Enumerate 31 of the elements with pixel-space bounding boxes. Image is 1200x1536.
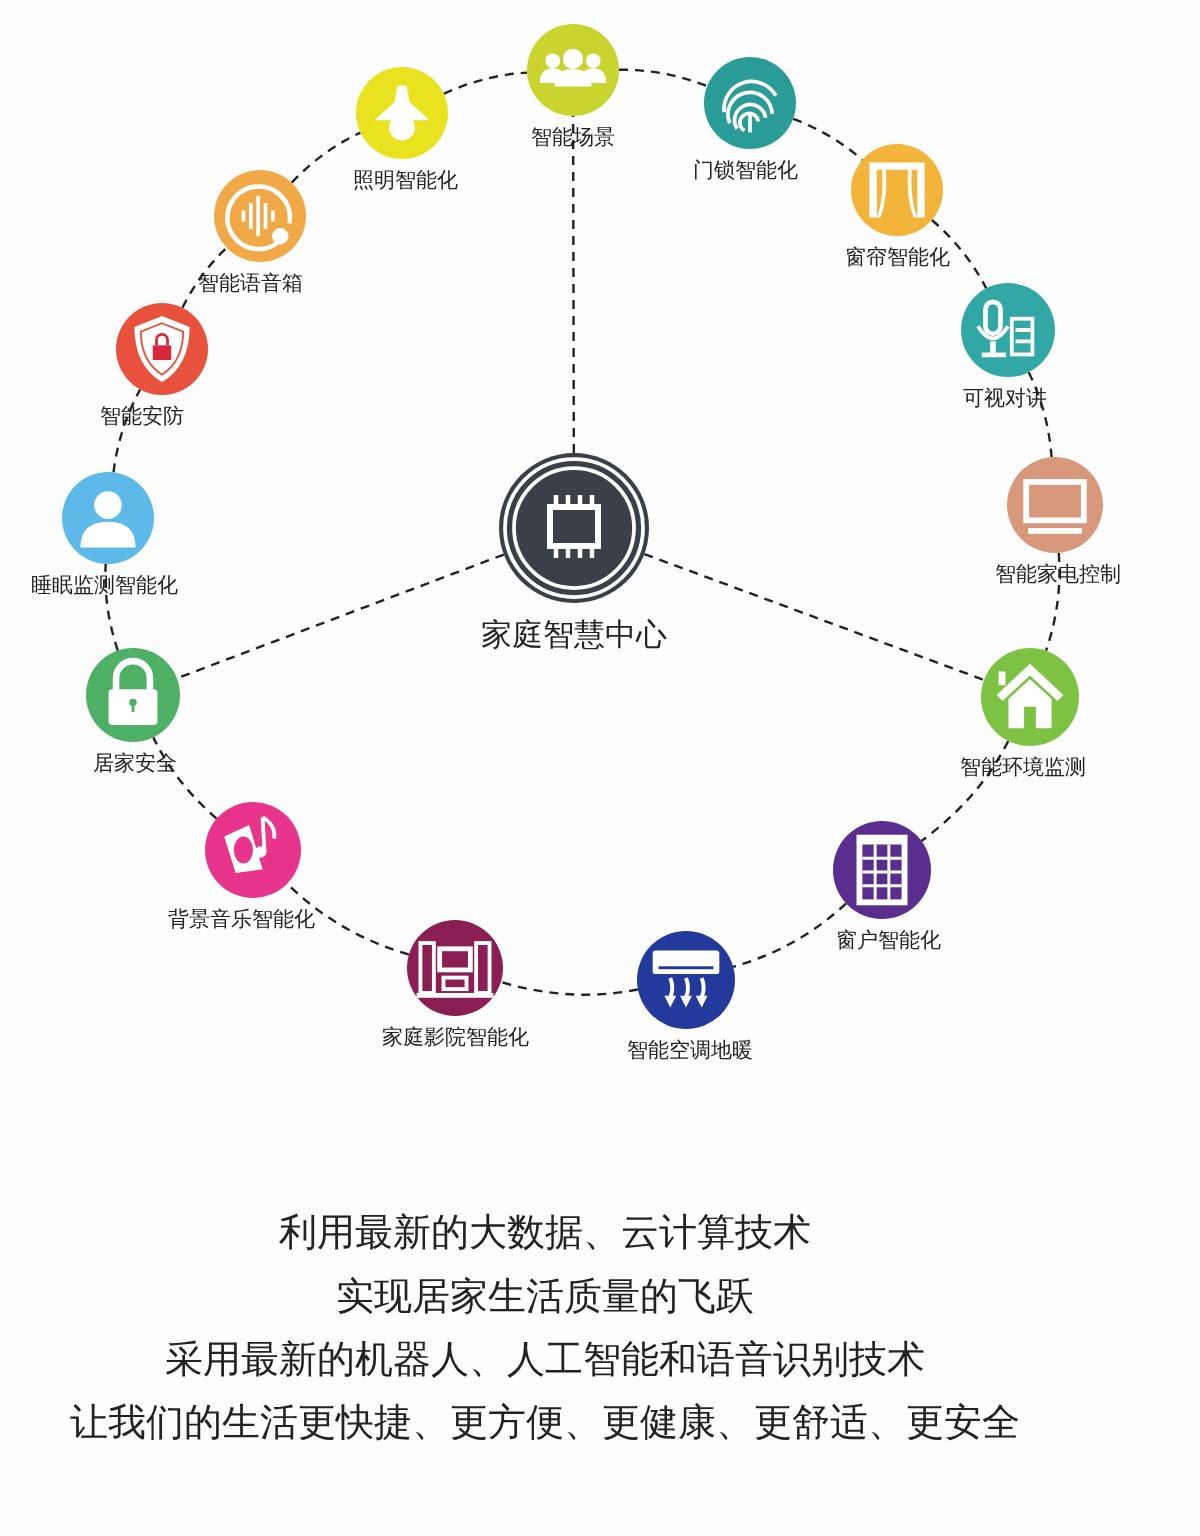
dashed-connector xyxy=(152,736,218,820)
dashed-connector xyxy=(112,388,142,473)
node-label: 家庭影院智能化 xyxy=(381,1026,529,1050)
node-label: 门锁智能化 xyxy=(692,159,798,183)
dashed-connector xyxy=(181,246,228,309)
dashed-connector xyxy=(643,552,985,682)
dashed-connector xyxy=(1044,552,1061,652)
node-label: 背景音乐智能化 xyxy=(167,908,315,932)
node-label: 窗户智能化 xyxy=(835,929,941,953)
slogan-text: 利用最新的大数据、云计算技术 xyxy=(279,1210,811,1254)
node-label: 睡眠监测智能化 xyxy=(30,574,178,598)
dashed-connector xyxy=(290,131,361,184)
node-label: 窗帘智能化 xyxy=(844,246,950,270)
hub-label: 家庭智慧中心 xyxy=(481,617,667,652)
dashed-connector xyxy=(920,740,1010,842)
dashed-connector xyxy=(500,980,639,996)
dashed-connector xyxy=(931,219,988,289)
dashed-connector xyxy=(571,116,576,453)
node-label: 照明智能化 xyxy=(352,169,458,193)
slogan-text: 实现居家生活质量的飞跃 xyxy=(336,1274,754,1318)
dashed-connector xyxy=(1027,371,1053,458)
dashed-connector xyxy=(619,68,708,88)
slogan-text: 让我们的生活更快捷、更方便、更健康、更舒适、更安全 xyxy=(70,1400,1020,1444)
node-label: 智能空调地暖 xyxy=(627,1039,753,1063)
node-label: 智能安防 xyxy=(100,405,184,429)
dashed-connector xyxy=(732,902,847,968)
dashed-connector xyxy=(443,71,528,95)
node-label: 智能场景 xyxy=(531,126,615,150)
slogan-text: 采用最新的机器人、人工智能和语音识别技术 xyxy=(165,1337,925,1381)
dashed-connector xyxy=(104,563,119,651)
node-label: 智能家电控制 xyxy=(995,563,1121,587)
